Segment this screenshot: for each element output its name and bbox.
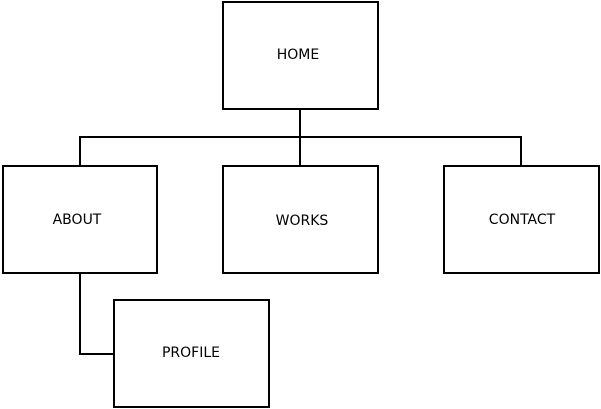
node-home-box (222, 1, 379, 110)
node-works-box (222, 165, 379, 274)
node-works[interactable]: WORKS (222, 165, 379, 274)
node-profile[interactable]: PROFILE (113, 299, 270, 408)
node-about-box (2, 165, 158, 274)
node-profile-label: PROFILE (162, 345, 220, 361)
connector-home-contact (300, 136, 522, 166)
node-contact[interactable]: CONTACT (443, 165, 600, 274)
node-works-label: WORKS (276, 213, 329, 229)
node-about[interactable]: ABOUT (2, 165, 158, 274)
node-about-label: ABOUT (53, 212, 102, 228)
node-profile-box (113, 299, 270, 408)
connector-home-about (79, 109, 301, 166)
connector-about-profile (79, 274, 114, 355)
node-contact-label: CONTACT (489, 212, 556, 228)
node-home[interactable]: HOME (222, 1, 379, 110)
node-home-label: HOME (277, 47, 319, 63)
node-contact-box (443, 165, 600, 274)
